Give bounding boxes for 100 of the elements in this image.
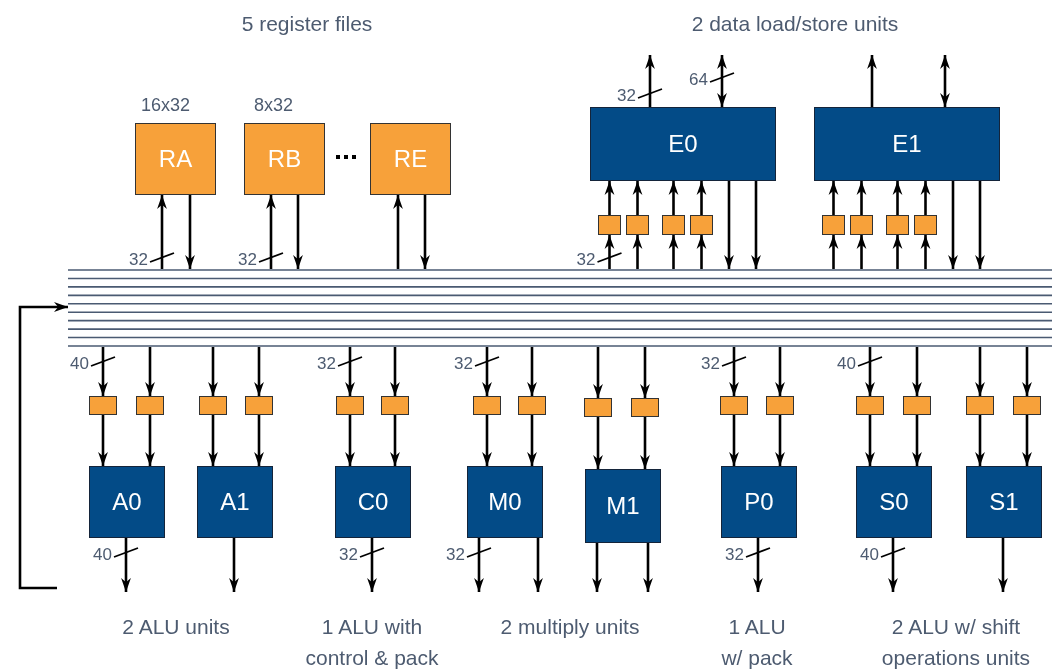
arrow: [640, 417, 650, 469]
arrow: [668, 235, 679, 269]
bus-width-label: 40: [92, 546, 112, 564]
group-caption: 1 ALU w/ pack: [721, 614, 793, 669]
size-label: 8x32: [254, 95, 294, 116]
arrow: [293, 195, 303, 269]
arrow: [592, 543, 602, 592]
arrow: [420, 195, 430, 269]
bus-width-label: 32: [453, 355, 473, 373]
arrow: [345, 415, 355, 466]
arrow: [185, 195, 195, 269]
arrow: [121, 538, 131, 592]
functional-unit-box: M0: [467, 466, 543, 538]
arrow: [828, 181, 839, 215]
functional-unit-box: A1: [197, 466, 273, 538]
arrow: [775, 347, 785, 396]
arrow: [604, 181, 615, 215]
bus-width-label: 32: [445, 546, 465, 564]
pipeline-register: [598, 215, 621, 235]
arrow: [474, 538, 484, 592]
bus-width-label: 32: [338, 546, 358, 564]
arrow: [729, 415, 739, 466]
arrow: [729, 347, 739, 396]
functional-unit-box: S0: [856, 466, 932, 538]
arrow: [632, 181, 643, 215]
pipeline-register: [89, 396, 117, 415]
arrow: [482, 347, 492, 396]
double-arrow: [717, 55, 727, 107]
group-caption: 2 ALU units: [121, 614, 231, 640]
pipeline-register: [136, 396, 164, 415]
register-file-box: RE: [370, 123, 451, 195]
arrow: [975, 347, 985, 396]
double-arrow: [940, 55, 950, 107]
group-caption: 2 ALU w/ shift operations units: [880, 614, 1032, 669]
register-file-box: RA: [135, 123, 216, 195]
group-caption: 1 ALU with control & pack: [304, 614, 440, 669]
arrow: [865, 415, 875, 466]
arrow: [593, 417, 603, 469]
bus-width-label: 32: [724, 546, 744, 564]
arrow: [157, 195, 167, 269]
functional-unit-box: M1: [585, 469, 661, 543]
section-heading: 2 data load/store units: [690, 11, 900, 37]
arrow: [696, 181, 707, 215]
arrow: [696, 235, 707, 269]
arrow: [98, 347, 108, 396]
pipeline-register: [1013, 396, 1041, 415]
pipeline-register: [631, 398, 659, 417]
arrow: [98, 415, 108, 466]
arrow: [920, 181, 931, 215]
register-file-box: RB: [244, 123, 325, 195]
arrow: [892, 181, 903, 215]
arrow: [1022, 415, 1032, 466]
arrow: [645, 55, 655, 107]
bus-width-label: 32: [237, 251, 257, 269]
arrow: [1022, 347, 1032, 396]
pipeline-register: [199, 396, 227, 415]
arrow: [975, 415, 985, 466]
bus-width-label: 32: [128, 251, 148, 269]
arrow: [775, 415, 785, 466]
arrow: [892, 235, 903, 269]
pipeline-register: [381, 396, 409, 415]
arrow: [208, 415, 218, 466]
arrow: [593, 347, 603, 398]
arrow: [632, 235, 643, 269]
pipeline-register: [766, 396, 794, 415]
pipeline-register: [690, 215, 713, 235]
group-caption: 2 multiply units: [499, 614, 641, 640]
bus-width-label: 32: [616, 87, 636, 105]
bus-width-label: 40: [69, 355, 89, 373]
arrow: [254, 415, 264, 466]
arrow: [145, 415, 155, 466]
pipeline-register: [822, 215, 845, 235]
arrow: [668, 181, 679, 215]
arrow: [367, 538, 377, 592]
arrow: [753, 538, 763, 592]
functional-unit-box: C0: [335, 466, 411, 538]
bus-width-label: 32: [316, 355, 336, 373]
pipeline-register: [473, 396, 501, 415]
pipeline-register: [720, 396, 748, 415]
arrow: [920, 235, 931, 269]
arrow: [254, 347, 264, 396]
arrow: [998, 538, 1008, 592]
functional-unit-box: E0: [590, 107, 776, 181]
arrow: [724, 181, 734, 269]
arrow: [948, 181, 958, 269]
pipeline-register: [584, 398, 612, 417]
pipeline-register: [850, 215, 873, 235]
arrow: [145, 347, 155, 396]
bus-width-label: 40: [836, 355, 856, 373]
arrow: [533, 538, 543, 592]
arrow: [604, 235, 615, 269]
size-label: 16x32: [141, 95, 191, 116]
arrow: [888, 538, 898, 592]
arrow: [345, 347, 355, 396]
arrow: [751, 181, 761, 269]
arrow: [828, 235, 839, 269]
feedback-arrow: [18, 302, 68, 590]
section-heading: 5 register files: [240, 11, 374, 37]
bus-width-label: 32: [700, 355, 720, 373]
arrow: [390, 415, 400, 466]
